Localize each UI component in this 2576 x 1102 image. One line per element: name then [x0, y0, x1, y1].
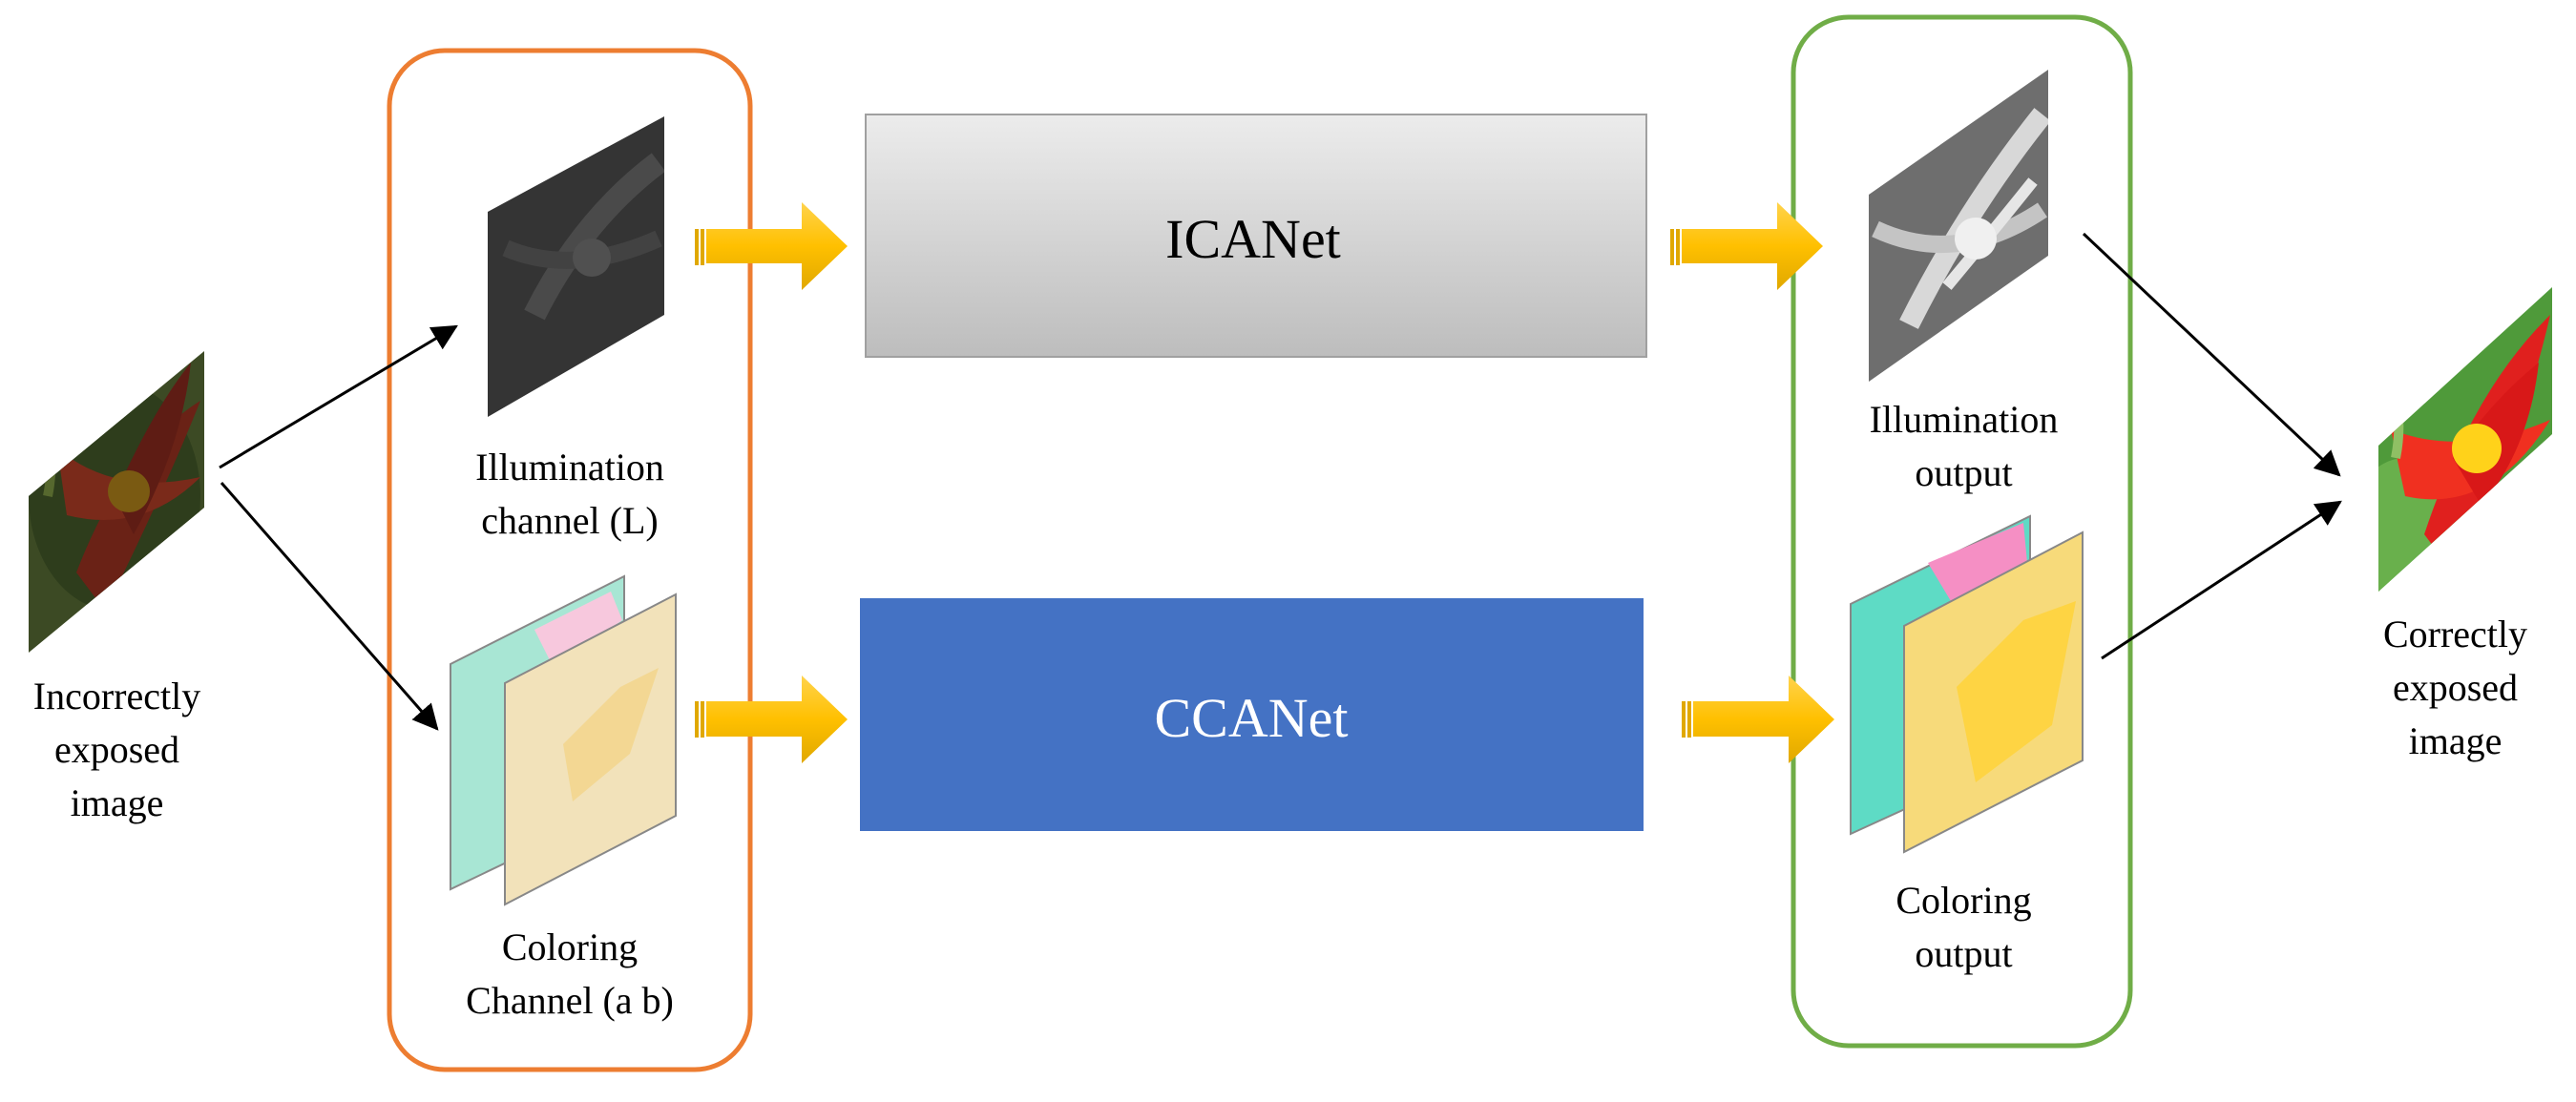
ican-box — [865, 114, 1647, 358]
ccan-box — [860, 598, 1644, 831]
block-arrow-icon — [1682, 676, 1834, 763]
block-arrow-icon — [695, 202, 848, 290]
coloring-channel-label: Coloring Channel (a b) — [466, 925, 674, 1022]
block-arrow-icon — [695, 676, 848, 763]
illumination-channel-label: Illumination channel (L) — [475, 446, 664, 542]
illumination-channel-image — [488, 116, 664, 417]
coloring-channel-layers — [450, 574, 677, 906]
block-arrow-icon — [1670, 202, 1823, 290]
connector-arrow — [219, 324, 458, 469]
ccan-label: CCANet — [1155, 687, 1349, 749]
output-group-box — [1791, 14, 2133, 1049]
connector-arrow — [220, 482, 439, 731]
connector-arrow — [2101, 500, 2342, 660]
output-image-label: Correctly exposed image — [2382, 613, 2528, 762]
ican-label: ICANet — [1165, 208, 1341, 270]
output-flower-image — [2378, 287, 2552, 592]
coloring-output-label: Coloring output — [1895, 879, 2032, 975]
connector-arrow — [2082, 232, 2341, 477]
decomposition-group-box — [387, 48, 753, 1072]
illumination-output-image — [1869, 70, 2048, 382]
coloring-output-layers — [1850, 514, 2084, 854]
illumination-output-label: Illumination output — [1869, 398, 2059, 494]
input-image-label: Incorrectly exposed image — [32, 675, 201, 824]
input-flower-image — [29, 351, 204, 653]
